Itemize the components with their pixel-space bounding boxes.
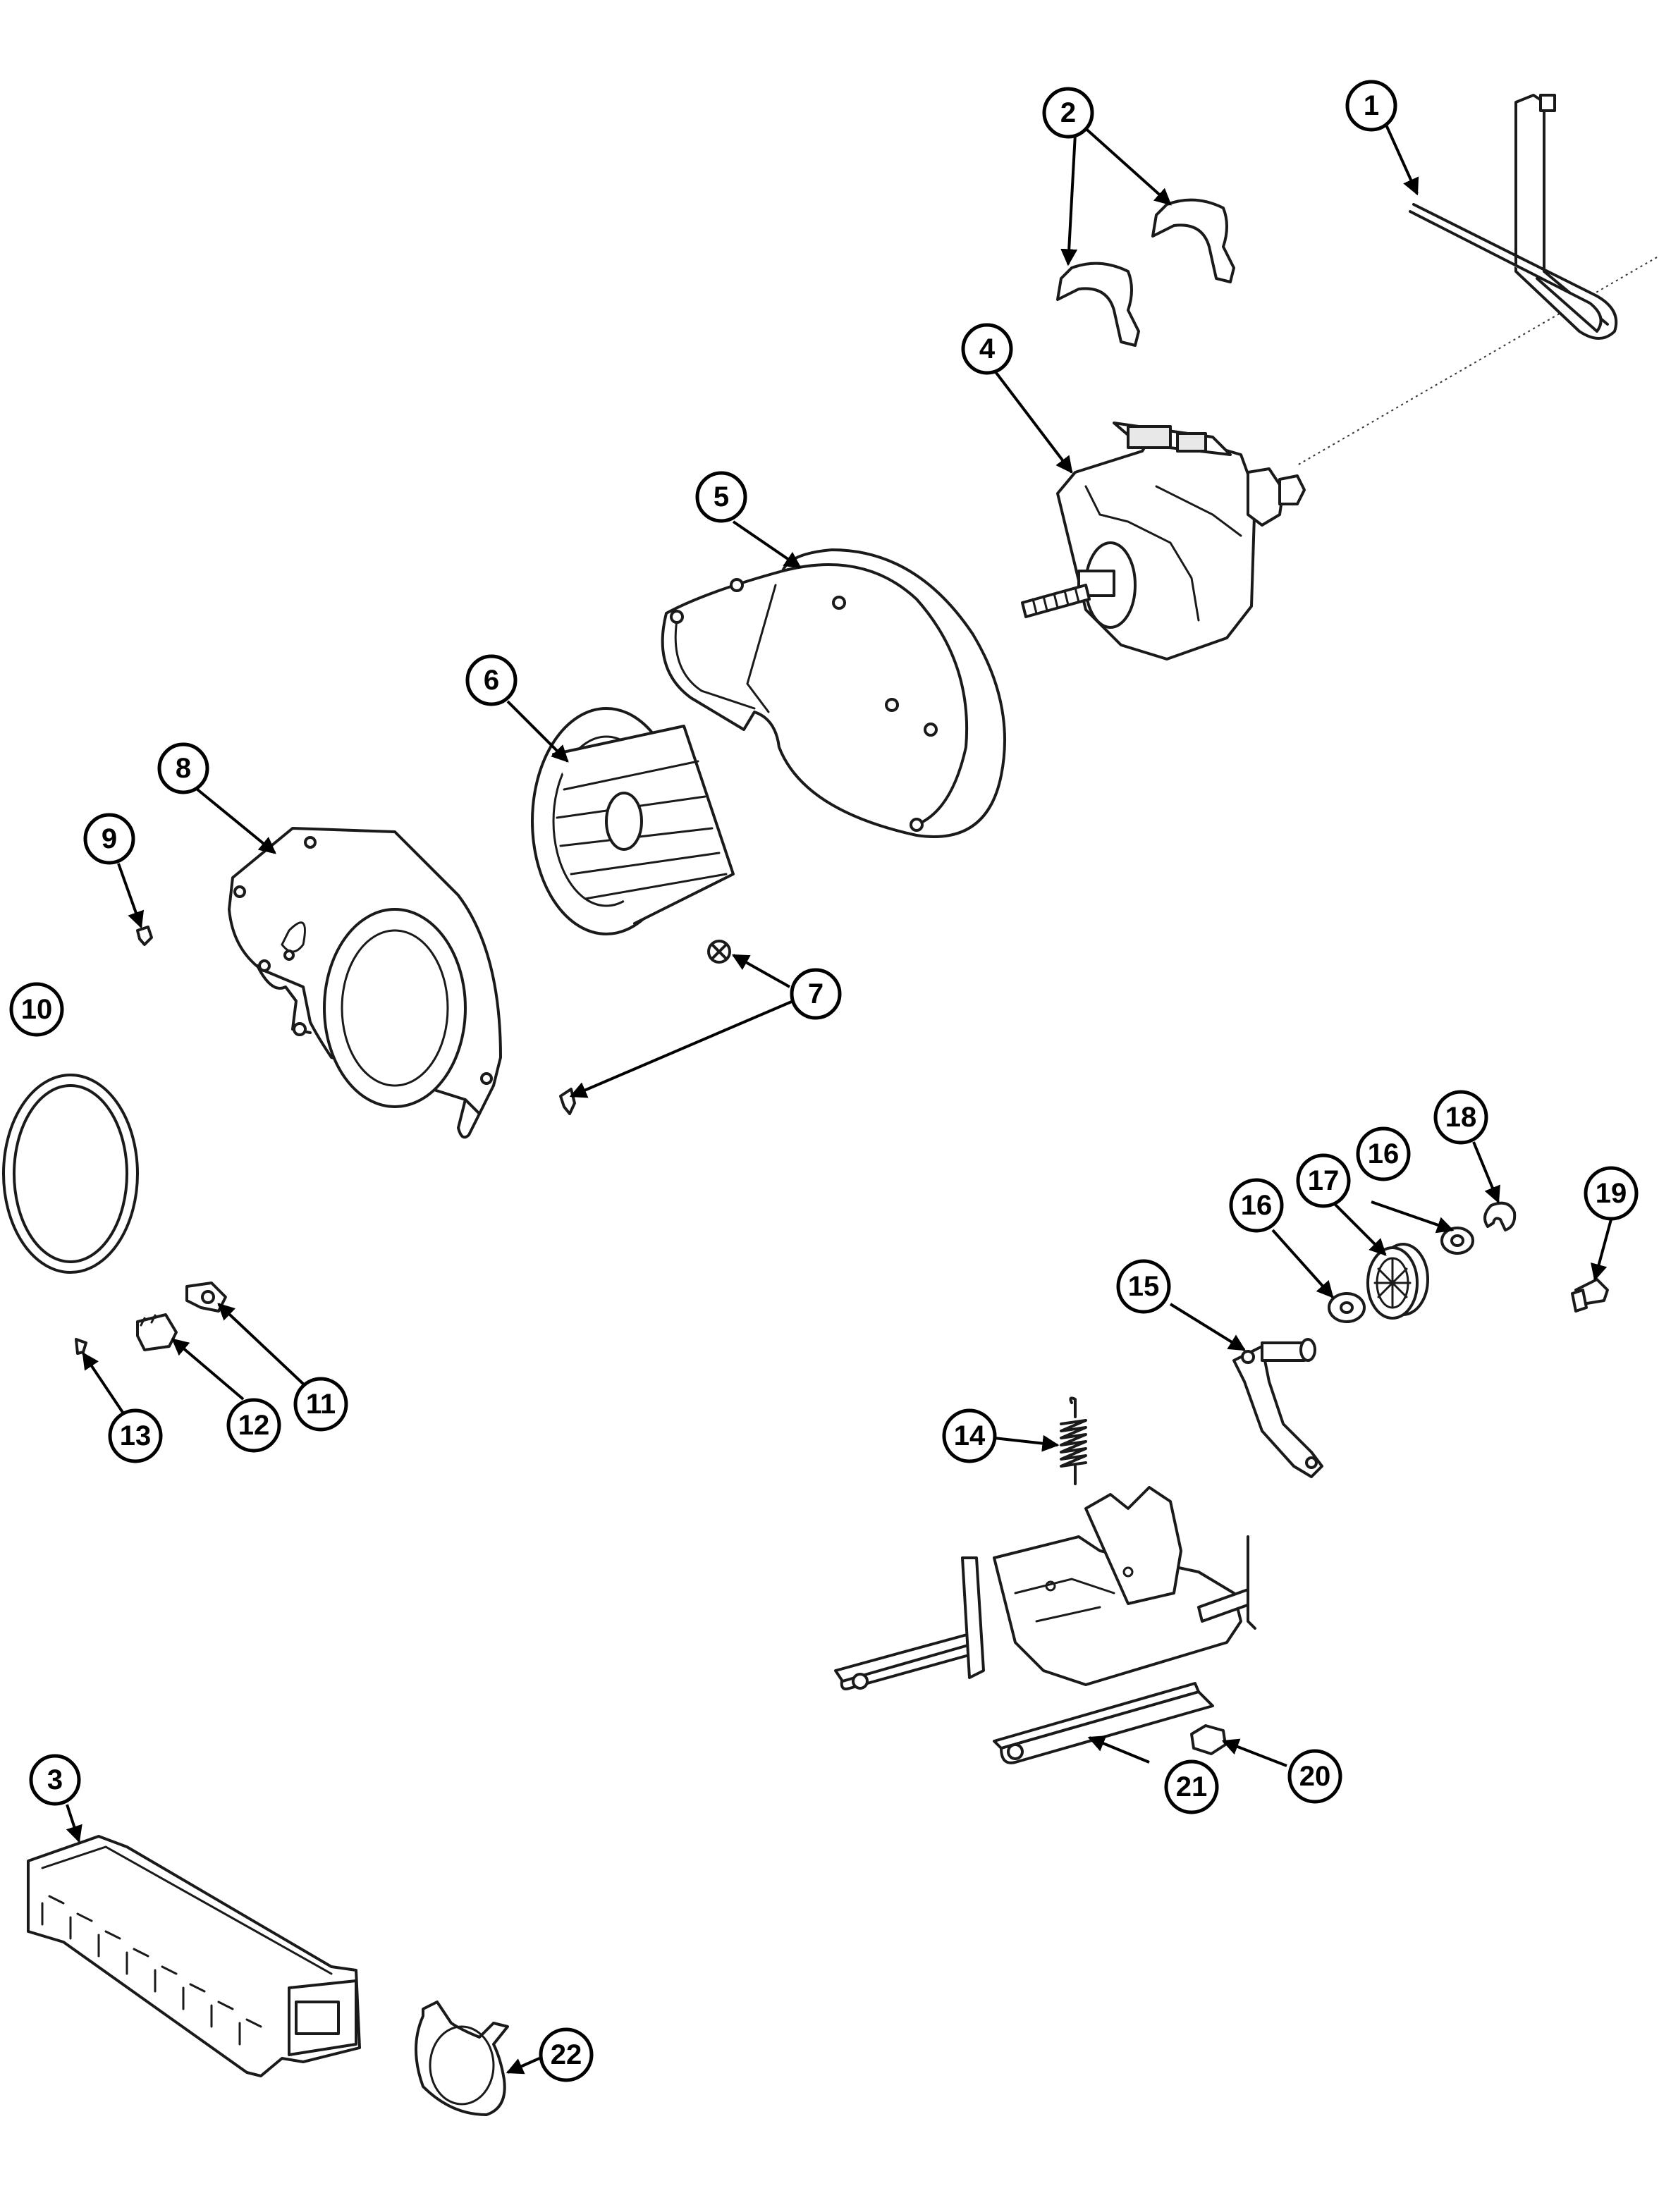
svg-text:9: 9 xyxy=(102,823,117,854)
part-hose-clamp xyxy=(415,2001,509,2116)
part-washer xyxy=(1328,1227,1474,1323)
callout-19: 19 xyxy=(1584,1166,1639,1221)
svg-text:8: 8 xyxy=(176,753,191,784)
svg-text:4: 4 xyxy=(979,333,996,364)
callout-18: 18 xyxy=(1433,1090,1488,1145)
part-bolt xyxy=(1571,1278,1609,1313)
part-blower-cover xyxy=(228,827,502,1139)
callout-2: 2 xyxy=(1042,87,1094,139)
part-nut xyxy=(1190,1724,1227,1755)
leader-lines xyxy=(66,123,1612,2075)
callout-3: 3 xyxy=(29,1754,81,1806)
part-drive-belt xyxy=(1409,94,1618,340)
svg-text:21: 21 xyxy=(1176,1771,1208,1802)
svg-text:20: 20 xyxy=(1299,1761,1331,1792)
svg-text:2: 2 xyxy=(1060,97,1076,128)
part-retaining-clip xyxy=(1483,1201,1517,1231)
svg-text:10: 10 xyxy=(21,994,53,1025)
svg-text:7: 7 xyxy=(808,978,824,1009)
callout-8: 8 xyxy=(157,742,209,794)
svg-text:18: 18 xyxy=(1445,1102,1477,1133)
alignment-line xyxy=(1297,257,1658,466)
callout-9: 9 xyxy=(83,813,135,865)
part-idler-arm xyxy=(1232,1338,1323,1478)
callout-7: 7 xyxy=(790,968,842,1020)
callout-15: 15 xyxy=(1116,1259,1171,1314)
part-blower-wheel xyxy=(531,707,735,935)
callout-4: 4 xyxy=(961,323,1013,375)
svg-text:3: 3 xyxy=(47,1764,63,1795)
callout-16a: 16 xyxy=(1229,1178,1284,1233)
part-motor-mount xyxy=(834,1486,1256,1764)
callout-17: 17 xyxy=(1296,1153,1351,1208)
svg-text:17: 17 xyxy=(1308,1165,1340,1196)
callout-12: 12 xyxy=(226,1398,281,1453)
svg-text:1: 1 xyxy=(1364,90,1379,121)
callout-10: 10 xyxy=(9,982,64,1037)
part-thermal-fuse xyxy=(136,1313,178,1351)
part-idler-pulley xyxy=(1366,1243,1429,1320)
part-seal-ring xyxy=(2,1074,139,1274)
part-small-screw-2 xyxy=(75,1338,87,1355)
part-small-screw xyxy=(136,926,153,946)
svg-text:6: 6 xyxy=(484,665,499,696)
part-screw xyxy=(559,940,731,1115)
svg-text:11: 11 xyxy=(306,1389,336,1420)
callout-16b: 16 xyxy=(1356,1126,1411,1181)
svg-text:12: 12 xyxy=(238,1410,270,1441)
svg-text:5: 5 xyxy=(714,481,729,512)
callout-1: 1 xyxy=(1345,80,1397,132)
callout-5: 5 xyxy=(695,471,747,523)
svg-text:16: 16 xyxy=(1368,1138,1400,1169)
part-idler-spring xyxy=(1060,1396,1087,1485)
callout-11: 11 xyxy=(293,1377,348,1432)
callout-6: 6 xyxy=(465,654,518,706)
svg-text:14: 14 xyxy=(954,1420,986,1451)
svg-text:16: 16 xyxy=(1241,1190,1273,1221)
svg-text:13: 13 xyxy=(120,1420,152,1451)
svg-text:15: 15 xyxy=(1128,1271,1160,1302)
svg-text:22: 22 xyxy=(551,2039,582,2070)
callout-21: 21 xyxy=(1164,1759,1219,1814)
part-terminal-block xyxy=(27,1835,361,2077)
svg-text:19: 19 xyxy=(1596,1178,1627,1209)
part-drive-motor xyxy=(1021,422,1306,660)
callout-20: 20 xyxy=(1287,1749,1342,1804)
part-motor-clamp xyxy=(1056,198,1235,347)
callout-22: 22 xyxy=(539,2027,594,2082)
part-blower-housing xyxy=(661,548,1006,838)
callout-13: 13 xyxy=(108,1408,163,1463)
callout-14: 14 xyxy=(942,1408,997,1463)
